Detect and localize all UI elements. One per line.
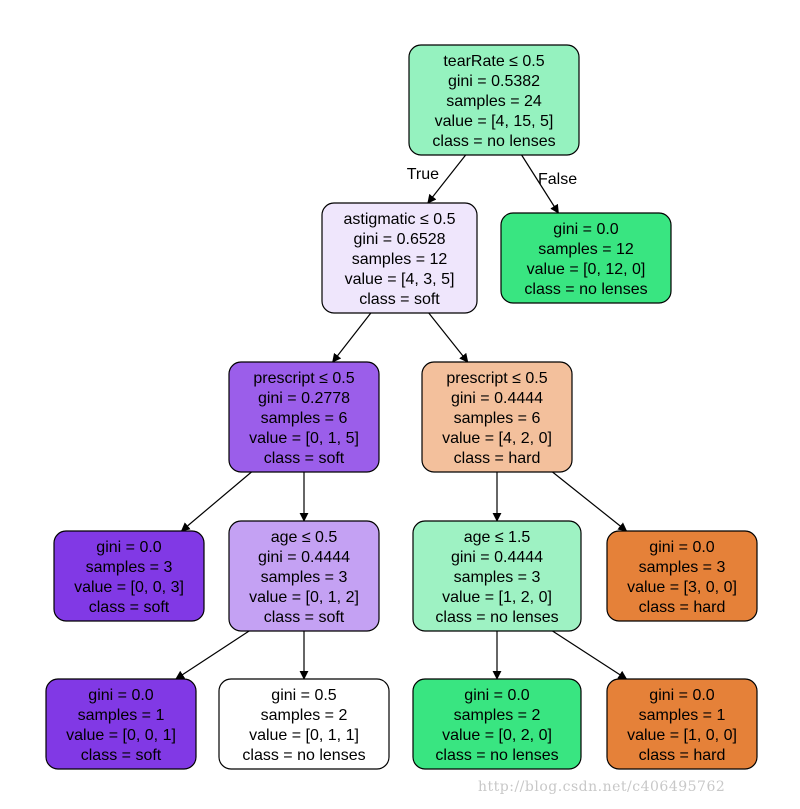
node-text-line: prescript ≤ 0.5	[446, 370, 547, 387]
node-text-line: class = soft	[81, 747, 162, 764]
node-box	[218, 678, 390, 770]
node-text-line: gini = 0.0	[96, 539, 161, 556]
node-text-line: class = soft	[264, 450, 345, 467]
node-text-line: samples = 1	[78, 707, 165, 724]
node-text-line: age ≤ 0.5	[271, 529, 338, 546]
tree-node-n8: gini = 0.0 samples = 3 value = [3, 0, 0] cl…	[606, 530, 758, 622]
tree-node-n12: gini = 0.0 samples = 1 value = [1, 0, 0] cl…	[606, 678, 758, 770]
tree-node-n5: gini = 0.0 samples = 3 value = [0, 0, 3] cl…	[53, 530, 205, 622]
node-text-line: gini = 0.0	[649, 687, 714, 704]
node-box	[408, 44, 580, 156]
node-text-line: samples = 12	[352, 251, 448, 268]
node-text-line: samples = 1	[639, 707, 726, 724]
node-text-line: gini = 0.4444	[451, 549, 543, 566]
node-text-line: gini = 0.0	[88, 687, 153, 704]
node-box	[228, 361, 380, 473]
tree-node-n7: age ≤ 1.5 gini = 0.4444 samples = 3 value =…	[412, 520, 582, 632]
node-text-line: class = no lenses	[435, 609, 558, 626]
node-text-line: gini = 0.6528	[353, 231, 445, 248]
node-text-line: tearRate ≤ 0.5	[443, 53, 544, 70]
node-text-line: value = [4, 15, 5]	[435, 113, 554, 130]
node-text-line: class = hard	[454, 450, 541, 467]
nodes-layer: tearRate ≤ 0.5 gini = 0.5382 samples = 24 v…	[45, 44, 758, 770]
node-text-line: value = [1, 0, 0]	[627, 727, 737, 744]
node-text-line: class = no lenses	[432, 133, 555, 150]
node-text-line: gini = 0.0	[553, 221, 618, 238]
edge-n0-n2	[521, 154, 559, 214]
node-text-line: class = no lenses	[242, 747, 365, 764]
edge-n1-n4	[428, 312, 469, 363]
node-box	[53, 530, 205, 622]
node-text-line: class = hard	[639, 747, 726, 764]
node-text-line: samples = 2	[261, 707, 348, 724]
node-box	[500, 212, 672, 304]
node-text-line: value = [0, 0, 3]	[74, 579, 184, 596]
node-box	[321, 202, 478, 314]
tree-node-n10: gini = 0.5 samples = 2 value = [0, 1, 1] cl…	[218, 678, 390, 770]
tree-node-n11: gini = 0.0 samples = 2 value = [0, 2, 0] cl…	[412, 678, 582, 770]
node-text-line: value = [0, 2, 0]	[442, 727, 552, 744]
node-box	[606, 678, 758, 770]
edge-n3-n5	[180, 471, 252, 532]
watermark-text: http://blog.csdn.net/c406495762	[478, 779, 726, 795]
node-text-line: value = [4, 2, 0]	[442, 430, 552, 447]
tree-node-n0: tearRate ≤ 0.5 gini = 0.5382 samples = 24 v…	[408, 44, 580, 156]
node-text-line: value = [1, 2, 0]	[442, 589, 552, 606]
tree-node-n9: gini = 0.0 samples = 1 value = [0, 0, 1] cl…	[45, 678, 197, 770]
node-text-line: gini = 0.4444	[258, 549, 350, 566]
edge-n1-n3	[332, 312, 372, 363]
node-text-line: value = [0, 0, 1]	[66, 727, 176, 744]
tree-node-n6: age ≤ 0.5 gini = 0.4444 samples = 3 value =…	[228, 520, 380, 632]
node-text-line: samples = 24	[446, 93, 542, 110]
edge-n0-n1	[427, 154, 467, 204]
node-text-line: class = no lenses	[524, 281, 647, 298]
node-text-line: value = [0, 1, 1]	[249, 727, 359, 744]
node-text-line: class = soft	[264, 609, 345, 626]
node-text-line: gini = 0.5	[271, 687, 336, 704]
edges-layer: True False	[175, 154, 628, 680]
node-text-line: gini = 0.0	[649, 539, 714, 556]
node-text-line: gini = 0.4444	[451, 390, 543, 407]
tree-node-n1: astigmatic ≤ 0.5 gini = 0.6528 samples = 1…	[321, 202, 478, 314]
node-text-line: age ≤ 1.5	[464, 529, 531, 546]
node-box	[228, 520, 380, 632]
edge-label-true: True	[407, 166, 439, 183]
node-text-line: value = [4, 3, 5]	[345, 271, 455, 288]
node-text-line: class = soft	[89, 599, 170, 616]
node-text-line: class = hard	[639, 599, 726, 616]
node-box	[606, 530, 758, 622]
node-text-line: samples = 3	[86, 559, 173, 576]
node-text-line: samples = 6	[261, 410, 348, 427]
node-text-line: astigmatic ≤ 0.5	[344, 211, 456, 228]
node-box	[421, 361, 573, 473]
node-text-line: gini = 0.2778	[258, 390, 350, 407]
edge-n4-n8	[552, 471, 628, 532]
edge-n7-n12	[552, 630, 628, 680]
tree-node-n4: prescript ≤ 0.5 gini = 0.4444 samples = 6 v…	[421, 361, 573, 473]
node-text-line: samples = 3	[454, 569, 541, 586]
node-text-line: gini = 0.0	[464, 687, 529, 704]
node-text-line: class = soft	[359, 291, 440, 308]
node-text-line: samples = 12	[538, 241, 634, 258]
node-text-line: samples = 3	[639, 559, 726, 576]
node-box	[412, 520, 582, 632]
node-text-line: samples = 2	[454, 707, 541, 724]
node-box	[45, 678, 197, 770]
node-text-line: value = [3, 0, 0]	[627, 579, 737, 596]
node-text-line: value = [0, 1, 2]	[249, 589, 359, 606]
node-text-line: class = no lenses	[435, 747, 558, 764]
node-text-line: samples = 6	[454, 410, 541, 427]
node-text-line: samples = 3	[261, 569, 348, 586]
node-text-line: value = [0, 12, 0]	[527, 261, 646, 278]
tree-node-n3: prescript ≤ 0.5 gini = 0.2778 samples = 6 v…	[228, 361, 380, 473]
tree-node-n2: gini = 0.0 samples = 12 value = [0, 12, 0]…	[500, 212, 672, 304]
node-text-line: gini = 0.5382	[448, 73, 540, 90]
edge-n6-n9	[175, 630, 250, 680]
node-text-line: value = [0, 1, 5]	[249, 430, 359, 447]
node-text-line: prescript ≤ 0.5	[253, 370, 354, 387]
edge-label-false: False	[538, 171, 577, 188]
node-box	[412, 678, 582, 770]
